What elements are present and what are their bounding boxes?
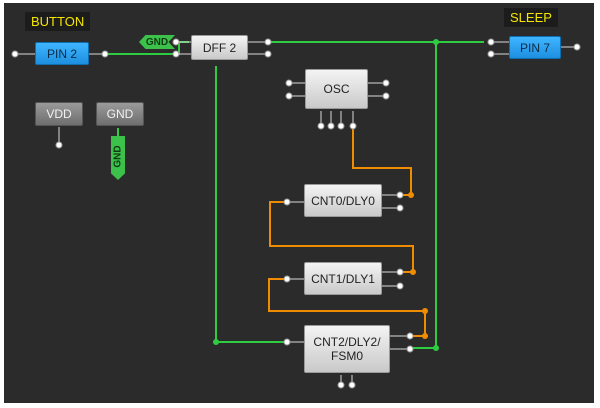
cnt0-block[interactable]: CNT0/DLY0	[304, 184, 382, 217]
wire-osc-to-cnt0[interactable]	[352, 128, 412, 196]
pin2-block[interactable]: PIN 2	[35, 42, 89, 65]
osc-block[interactable]: OSC	[305, 69, 368, 109]
gnd-tag: GND	[139, 35, 175, 49]
button-label: BUTTON	[25, 12, 91, 31]
dff2-block[interactable]: DFF 2	[191, 35, 248, 60]
pin-connectors[interactable]	[11, 38, 581, 389]
pin7-block[interactable]: PIN 7	[509, 36, 561, 59]
gnd-block[interactable]: GND	[96, 102, 144, 126]
schematic-canvas[interactable]: BUTTON SLEEP PIN 2 PIN 7 GND DFF 2 OSC V…	[4, 3, 594, 403]
wire-dff2-to-cnt2[interactable]	[215, 66, 284, 343]
wire-junctions	[213, 39, 439, 351]
vdd-block[interactable]: VDD	[35, 102, 83, 126]
cnt1-block[interactable]: CNT1/DLY1	[304, 262, 382, 295]
sleep-label: SLEEP	[504, 8, 558, 27]
cnt2-block[interactable]: CNT2/DLY2/ FSM0	[304, 325, 390, 373]
wires-layer	[11, 38, 581, 389]
gnd-vertical-tag: GND	[111, 136, 125, 180]
